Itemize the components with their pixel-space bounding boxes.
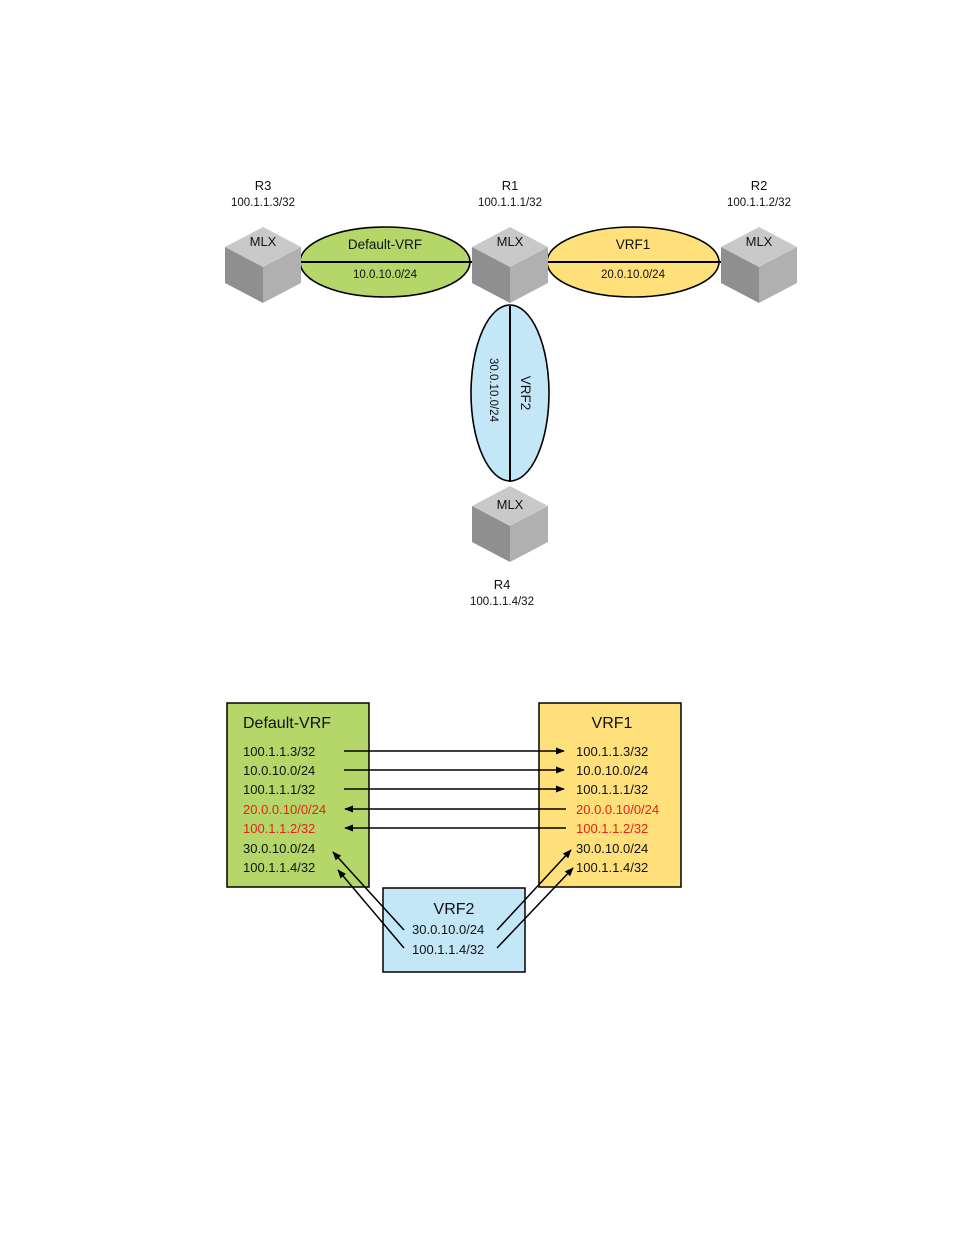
router-name: R3 bbox=[255, 178, 272, 193]
route-entry: 10.0.10.0/24 bbox=[576, 763, 648, 778]
router-platform: MLX bbox=[746, 234, 773, 249]
route-entry: 100.1.1.1/32 bbox=[576, 782, 648, 797]
link-vrf-label: Default-VRF bbox=[348, 237, 422, 252]
leaked-route-entry: 20.0.0.10/0/24 bbox=[243, 802, 326, 817]
route-entry: 100.1.1.3/32 bbox=[243, 744, 315, 759]
leaked-route-entry: 100.1.1.2/32 bbox=[576, 821, 648, 836]
arrow-vrf2-to-vrf1 bbox=[496, 849, 572, 931]
router-loopback: 100.1.1.1/32 bbox=[478, 197, 542, 209]
arrow-vrf2-to-default bbox=[332, 851, 405, 931]
route-entry: 30.0.10.0/24 bbox=[576, 841, 648, 856]
route-entry: 100.1.1.4/32 bbox=[412, 942, 484, 957]
link-vrf-label: VRF1 bbox=[616, 237, 651, 252]
arrow-vrf2-to-default bbox=[337, 869, 405, 949]
router-platform: MLX bbox=[250, 234, 277, 249]
default-vrf-box bbox=[226, 702, 370, 888]
router-loopback: 100.1.1.3/32 bbox=[231, 197, 295, 209]
route-leak-diagram: Default-VRF 100.1.1.3/32 10.0.10.0/24 10… bbox=[226, 702, 682, 973]
vrf1-title: VRF1 bbox=[592, 715, 633, 732]
router-loopback: 100.1.1.4/32 bbox=[470, 596, 534, 608]
route-entry: 100.1.1.1/32 bbox=[243, 782, 315, 797]
router-platform: MLX bbox=[497, 234, 524, 249]
route-entry: 10.0.10.0/24 bbox=[243, 763, 315, 778]
router-name: R4 bbox=[494, 577, 511, 592]
link-default-vrf: Default-VRF 10.0.10.0/24 bbox=[299, 226, 472, 298]
leaked-route-entry: 100.1.1.2/32 bbox=[243, 821, 315, 836]
topology: Default-VRF 10.0.10.0/24 VRF1 20.0.10.0/… bbox=[225, 178, 797, 608]
vrf2-box bbox=[382, 887, 526, 973]
leaked-route-entry: 20.0.0.10/0/24 bbox=[576, 802, 659, 817]
router-r4: MLX R4 100.1.1.4/32 bbox=[470, 486, 548, 608]
link-vrf-label: VRF2 bbox=[518, 376, 533, 411]
leak-arrows bbox=[332, 747, 574, 949]
link-subnet-label: 30.0.10.0/24 bbox=[487, 358, 499, 423]
route-entry: 100.1.1.3/32 bbox=[576, 744, 648, 759]
default-vrf-title: Default-VRF bbox=[243, 715, 331, 732]
router-loopback: 100.1.1.2/32 bbox=[727, 197, 791, 209]
arrow-vrf2-to-vrf1 bbox=[496, 867, 574, 949]
router-r3: R3 100.1.1.3/32 MLX bbox=[225, 178, 301, 303]
router-r2: R2 100.1.1.2/32 MLX bbox=[721, 178, 797, 303]
route-entry: 100.1.1.4/32 bbox=[243, 860, 315, 875]
route-entry: 30.0.10.0/24 bbox=[412, 922, 484, 937]
default-vrf-table: Default-VRF 100.1.1.3/32 10.0.10.0/24 10… bbox=[226, 702, 370, 888]
route-entry: 100.1.1.4/32 bbox=[576, 860, 648, 875]
link-vrf2: VRF2 30.0.10.0/24 bbox=[470, 304, 550, 482]
router-r1: R1 100.1.1.1/32 MLX bbox=[472, 178, 548, 303]
vrf2-title: VRF2 bbox=[434, 901, 475, 918]
router-platform: MLX bbox=[497, 497, 524, 512]
vrf1-box bbox=[538, 702, 682, 888]
router-name: R1 bbox=[502, 178, 519, 193]
link-subnet-label: 20.0.10.0/24 bbox=[601, 269, 666, 281]
vrf1-table: VRF1 100.1.1.3/32 10.0.10.0/24 100.1.1.1… bbox=[538, 702, 682, 888]
route-entry: 30.0.10.0/24 bbox=[243, 841, 315, 856]
link-vrf1: VRF1 20.0.10.0/24 bbox=[546, 226, 722, 298]
router-name: R2 bbox=[751, 178, 768, 193]
vrf2-table: VRF2 30.0.10.0/24 100.1.1.4/32 bbox=[382, 887, 526, 973]
link-subnet-label: 10.0.10.0/24 bbox=[353, 269, 418, 281]
